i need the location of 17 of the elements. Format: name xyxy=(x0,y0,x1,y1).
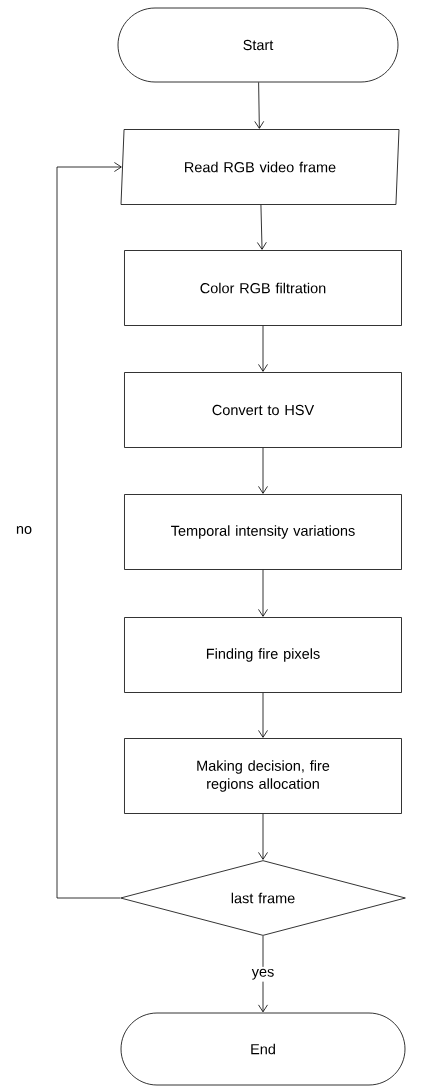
arrow xyxy=(258,692,268,738)
edge-label: yes xyxy=(249,966,277,982)
arrow xyxy=(258,325,268,372)
process-box: Color RGB filtration xyxy=(124,250,402,326)
arrow xyxy=(256,204,267,250)
arrow xyxy=(254,82,265,129)
arrow xyxy=(258,813,268,860)
process-box: Making decision, fire regions allocation xyxy=(124,738,402,814)
arrow xyxy=(258,935,268,1013)
arrow xyxy=(56,162,122,899)
process-box: Convert to HSV xyxy=(124,372,402,448)
arrow xyxy=(258,569,268,617)
process-box: Finding fire pixels xyxy=(124,617,402,693)
input-parallelogram: Read RGB video frame xyxy=(120,129,400,205)
arrow xyxy=(258,447,268,494)
process-box: Temporal intensity variations xyxy=(124,494,402,570)
edge-label: no xyxy=(16,526,32,534)
